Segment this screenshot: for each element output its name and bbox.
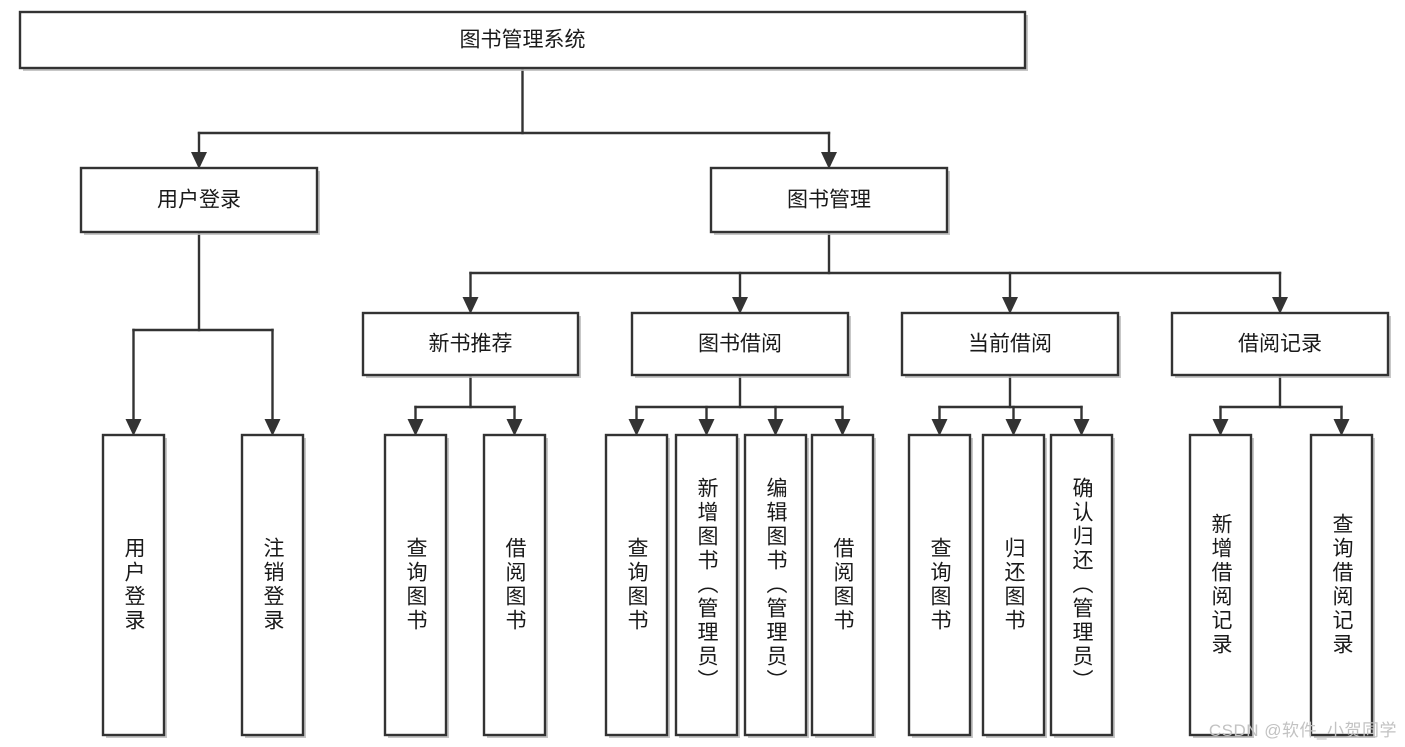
- connector-book-borrow: [628, 373, 851, 436]
- connector-borrow-record: [1212, 373, 1350, 436]
- connector-user-login: [125, 230, 281, 436]
- node-box: [1170, 311, 1390, 377]
- node-new-book-recommend[interactable]: 新书推荐: [361, 311, 581, 378]
- arrow-head-icon: [1005, 419, 1022, 436]
- node-box: [674, 433, 739, 737]
- node-box: [101, 433, 166, 737]
- node-leaf-return-book[interactable]: [981, 433, 1047, 738]
- node-leaf-confirm-return-admin[interactable]: [1049, 433, 1115, 738]
- node-box: [482, 433, 547, 737]
- node-label: 图书管理: [787, 189, 871, 212]
- node-label: 图书管理系统: [460, 29, 586, 52]
- node-user-login[interactable]: 用户登录: [79, 166, 320, 235]
- arrow-head-icon: [407, 419, 424, 436]
- node-label: 借阅记录: [1238, 333, 1322, 356]
- node-leaf-user-login[interactable]: [101, 433, 167, 738]
- node-label: 用户登录: [157, 189, 241, 212]
- connector-root: [191, 66, 837, 169]
- connector-book-manage: [462, 230, 1288, 314]
- node-label: 图书借阅: [698, 333, 782, 356]
- node-box: [1188, 433, 1253, 737]
- arrow-head-icon: [1333, 419, 1350, 436]
- arrow-head-icon: [628, 419, 645, 436]
- node-box: [810, 433, 875, 737]
- node-leaf-add-borrow-record[interactable]: [1188, 433, 1254, 738]
- node-box: [361, 311, 580, 377]
- node-current-borrow[interactable]: 当前借阅: [900, 311, 1121, 378]
- node-box: [1309, 433, 1374, 737]
- arrow-head-icon: [931, 419, 948, 436]
- connector-current-borrow: [931, 373, 1090, 436]
- connector-new-book-recommend: [407, 373, 523, 436]
- node-book-manage[interactable]: 图书管理: [709, 166, 950, 235]
- arrow-head-icon: [821, 152, 837, 169]
- arrow-head-icon: [1212, 419, 1229, 436]
- node-box: [18, 10, 1027, 70]
- node-leaf-borrow-book[interactable]: [810, 433, 876, 738]
- node-leaf-query-book-current[interactable]: [907, 433, 973, 738]
- arrow-head-icon: [834, 419, 851, 436]
- node-leaf-query-borrow-record[interactable]: [1309, 433, 1375, 738]
- csdn-watermark: CSDN @软件_小贺同学: [1208, 721, 1397, 740]
- connector-layer: [125, 66, 1350, 436]
- arrow-head-icon: [1272, 297, 1288, 314]
- node-leaf-query-book-borrow[interactable]: [604, 433, 670, 738]
- node-label: 新书推荐: [429, 333, 513, 356]
- node-label: 当前借阅: [968, 333, 1052, 356]
- arrow-head-icon: [125, 419, 142, 436]
- arrow-head-icon: [767, 419, 784, 436]
- node-box: [1049, 433, 1114, 737]
- node-root[interactable]: 图书管理系统: [18, 10, 1028, 71]
- node-box: [743, 433, 808, 737]
- arrow-head-icon: [1002, 297, 1018, 314]
- node-box: [630, 311, 850, 377]
- arrow-head-icon: [462, 297, 479, 314]
- arrow-head-icon: [732, 297, 748, 314]
- node-box: [709, 166, 949, 234]
- node-box: [907, 433, 972, 737]
- node-box: [900, 311, 1120, 377]
- node-box: [981, 433, 1046, 737]
- arrow-head-icon: [191, 152, 207, 169]
- node-borrow-record[interactable]: 借阅记录: [1170, 311, 1391, 378]
- node-leaf-edit-book-admin[interactable]: [743, 433, 809, 738]
- node-box: [604, 433, 669, 737]
- node-leaf-query-book-new[interactable]: [383, 433, 449, 738]
- node-leaf-add-book-admin[interactable]: [674, 433, 740, 738]
- node-box: [240, 433, 305, 737]
- node-box: [383, 433, 448, 737]
- node-leaf-borrow-book-new[interactable]: [482, 433, 548, 738]
- arrow-head-icon: [506, 419, 523, 436]
- node-book-borrow[interactable]: 图书借阅: [630, 311, 851, 378]
- node-box: [79, 166, 319, 234]
- arrow-head-icon: [1073, 419, 1090, 436]
- arrow-head-icon: [264, 419, 281, 436]
- arrow-head-icon: [698, 419, 715, 436]
- node-leaf-logout-login[interactable]: [240, 433, 306, 738]
